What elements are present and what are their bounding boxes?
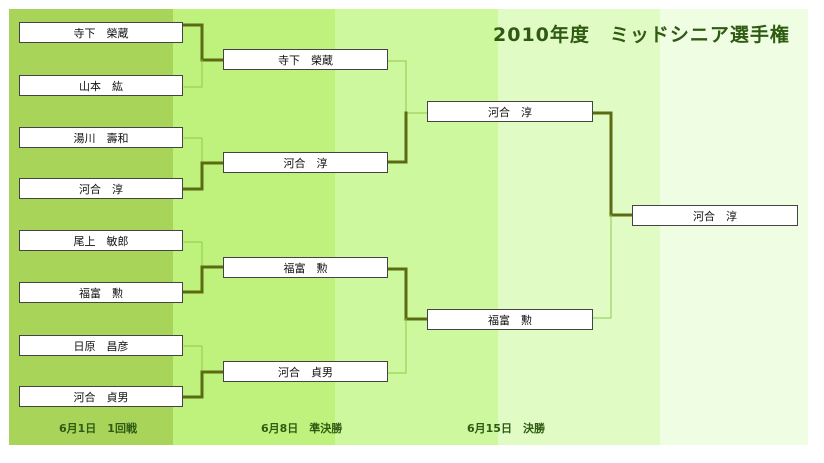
round1-player-6: 福富 勲 <box>19 282 183 303</box>
round1-player-8: 河合 貞男 <box>19 386 183 407</box>
champion-column <box>660 9 808 445</box>
connector-r1-6 <box>182 265 225 294</box>
connector-r1-3 <box>183 137 203 164</box>
connector-r2-1 <box>387 60 428 114</box>
round3-player-1: 河合 淳 <box>427 101 593 122</box>
connector-final-2 <box>592 214 612 319</box>
connector-r2-3 <box>386 267 429 321</box>
connector-r1-4 <box>182 161 225 191</box>
round3-player-2: 福富 勲 <box>427 309 593 330</box>
round2-player-4: 河合 貞男 <box>223 361 388 382</box>
round1-player-1: 寺下 榮蔵 <box>19 22 183 43</box>
round1-player-2: 山本 紘 <box>19 75 183 96</box>
round-label-1: 6月1日 1回戦 <box>59 422 137 435</box>
champion-box: 河合 淳 <box>632 205 798 226</box>
connector-final-1 <box>591 111 634 217</box>
connector-r1-7 <box>183 345 203 373</box>
round1-player-7: 日原 昌彦 <box>19 335 183 356</box>
connector-r1-1 <box>182 23 225 62</box>
round-label-3: 6月15日 決勝 <box>467 422 545 435</box>
connector-r1-5 <box>183 241 203 268</box>
round1-player-4: 河合 淳 <box>19 178 183 199</box>
page-title: 2010年度 ミッドシニア選手権 <box>493 24 790 46</box>
round-label-2: 6月8日 準決勝 <box>261 422 343 435</box>
connector-r1-2 <box>183 59 203 88</box>
round1-player-3: 湯川 壽和 <box>19 127 183 148</box>
final-column <box>498 9 660 445</box>
round2-player-3: 福富 勲 <box>223 257 388 278</box>
connector-r2-4 <box>387 318 407 374</box>
connector-r1-8 <box>182 370 225 399</box>
round2-player-2: 河合 淳 <box>223 152 388 173</box>
connector-r2-2 <box>386 111 408 164</box>
round2-player-1: 寺下 榮蔵 <box>223 49 388 70</box>
round1-player-5: 尾上 敏郎 <box>19 230 183 251</box>
